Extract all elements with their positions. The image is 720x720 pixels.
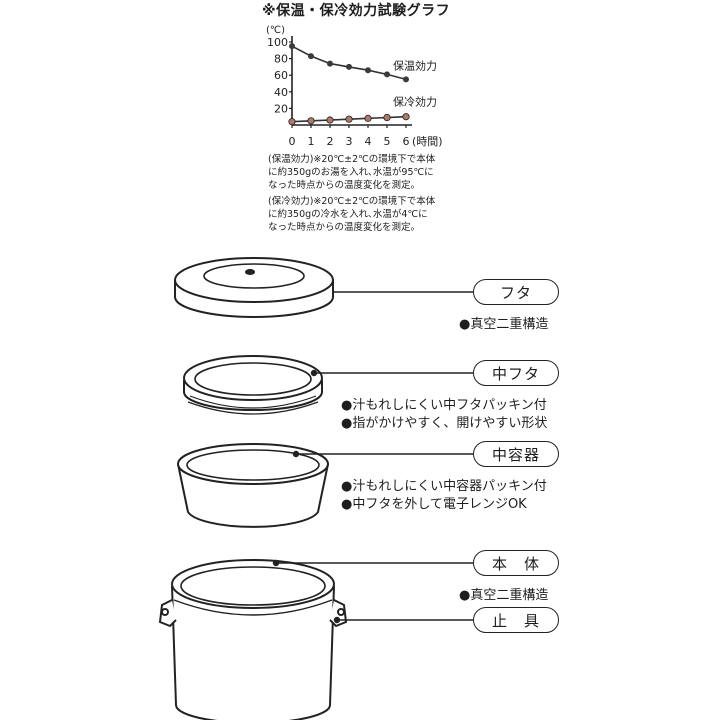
series-label: 保温効力 [393,58,437,72]
y-tick-label: 40 [274,86,288,99]
lid-illustration [174,257,334,318]
cool-note-line: なった時点からの温度変化を測定。 [268,222,421,233]
data-point [345,115,353,123]
inner-lid-feature: ●汁もれしにくい中フタパッキン付 [341,398,547,413]
body-illustration [158,559,348,720]
warm-note-line: に約350gのお湯を入れ､水温が95℃に [268,167,434,178]
body-feature: ●真空二重構造 [459,588,549,603]
x-tick-label: 0 [289,135,296,148]
data-point [327,60,333,67]
data-point [308,53,314,60]
data-point [364,114,372,122]
x-tick-label: 3 [346,135,353,148]
part-label-lid: フタ [473,279,559,305]
y-tick-label: 20 [274,102,288,115]
cool-note-line: (保冷効力)※20℃±2℃の環境下で本体 [268,196,436,207]
graph-title: ※保温・保冷効力試験グラフ [262,3,451,19]
data-point [307,117,315,125]
x-axis-label: (時間) [412,135,443,148]
part-label-inner-lid: 中フタ [473,360,559,386]
data-point [402,113,410,121]
x-tick-label: 4 [365,135,372,148]
y-tick-label: 80 [274,53,288,66]
x-tick-label: 2 [327,135,334,148]
data-point [288,118,296,126]
inner-container-illustration [177,443,329,528]
part-label-body: 本 体 [473,550,559,576]
cool-note-line: に約350gの冷水を入れ､水温が4℃に [268,209,428,220]
data-point [346,63,352,70]
data-point [383,113,391,122]
part-label-clasp: 止 具 [473,607,559,633]
data-point [384,71,390,78]
x-tick-label: 5 [384,135,391,148]
data-point [289,43,295,50]
inner-lid-feature: ●指がかけやすく、開けやすい形状 [341,416,548,431]
leader-lines [272,291,473,624]
y-axis-label: (℃) [266,25,285,36]
inner-container-feature: ●中フタを外して電子レンジOK [341,497,527,512]
x-tick-label: 1 [308,135,315,148]
data-point [365,67,371,74]
inner-lid-illustration [183,355,323,415]
warm-note-line: (保温効力)※20℃±2℃の環境下で本体 [268,154,436,165]
lid-feature: ●真空二重構造 [459,317,549,332]
x-tick-label: 6 [403,135,410,148]
y-tick-label: 60 [274,69,288,82]
cool-note: (保冷効力)※20℃±2℃の環境下で本体 に約350gの冷水を入れ､水温が4℃に… [268,195,435,234]
part-label-inner-container: 中容器 [473,441,559,467]
warm-note: (保温効力)※20℃±2℃の環境下で本体 に約350gのお湯を入れ､水温が95℃… [268,153,435,192]
data-point [326,116,334,124]
y-tick-label: 100 [267,36,288,49]
warm-note-line: なった時点からの温度変化を測定。 [268,180,421,191]
series-label: 保冷効力 [393,95,437,109]
inner-container-feature: ●汁もれしにくい中容器パッキン付 [341,479,547,494]
data-point [403,76,409,83]
